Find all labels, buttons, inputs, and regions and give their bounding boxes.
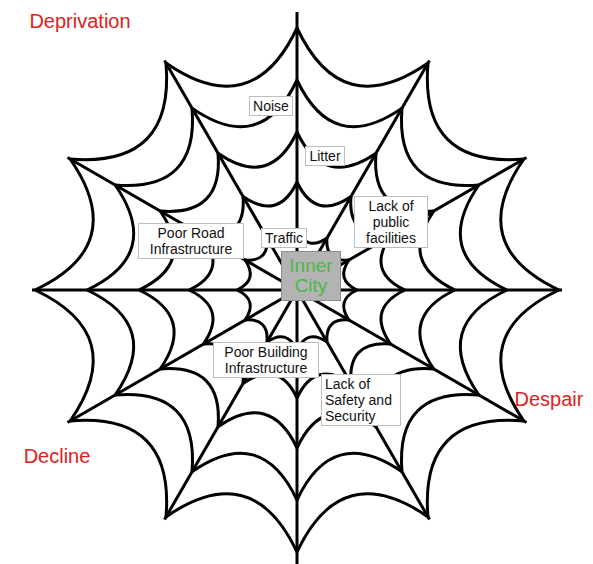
web-ring: [344, 260, 357, 290]
web-ring: [70, 420, 167, 517]
web-ring: [115, 394, 192, 471]
web-ring: [192, 80, 297, 127]
web-ring: [297, 453, 402, 500]
web-ring: [327, 320, 349, 342]
center-box: Inner City: [281, 251, 341, 301]
node-text: Litter: [309, 148, 340, 164]
web-ring: [189, 290, 213, 344]
web-spoke: [68, 158, 297, 291]
web-ring: [420, 290, 455, 369]
web-ring: [139, 290, 174, 369]
web-ring: [160, 369, 218, 427]
web-ring: [35, 159, 93, 290]
factor-box: Litter: [305, 146, 344, 166]
node-text: Inner City: [284, 256, 338, 296]
web-ring: [35, 290, 93, 421]
theme-label: Decline: [24, 445, 91, 468]
web-spoke: [297, 290, 430, 519]
web-ring: [460, 290, 507, 395]
web-ring: [401, 108, 478, 185]
web-ring: [218, 413, 297, 448]
web-ring: [297, 28, 428, 86]
web-ring: [70, 63, 167, 160]
web-ring: [166, 494, 297, 552]
web-ring: [87, 290, 134, 395]
node-text: Lack of Safety and Security: [325, 376, 397, 424]
factor-box: Lack of Safety and Security: [321, 374, 401, 426]
web-ring: [218, 132, 297, 167]
web-ring: [427, 63, 524, 160]
web-ring: [297, 80, 402, 127]
factor-box: Poor Building Infrastructure: [213, 342, 319, 378]
web-spoke: [296, 12, 299, 290]
web-spoke: [296, 290, 299, 564]
web-ring: [297, 182, 351, 206]
web-ring: [237, 260, 250, 290]
theme-label: Despair: [515, 388, 584, 411]
web-ring: [427, 420, 524, 517]
node-text: Noise: [253, 98, 289, 114]
node-text: Traffic: [265, 230, 303, 246]
web-ring: [243, 182, 297, 206]
web-ring: [501, 159, 559, 290]
factor-box: Poor Road Infrastructure: [138, 223, 244, 259]
web-ring: [115, 108, 192, 185]
factor-box: Traffic: [261, 228, 307, 248]
web-ring: [460, 185, 507, 290]
node-text: Poor Road Infrastructure: [142, 225, 240, 257]
web-ring: [401, 394, 478, 471]
web-ring: [192, 453, 297, 500]
web-ring: [87, 185, 134, 290]
web-ring: [381, 290, 405, 344]
web-ring: [160, 153, 218, 211]
node-text: Poor Building Infrastructure: [217, 344, 315, 376]
web-ring: [297, 494, 428, 552]
web-ring: [166, 28, 297, 86]
theme-label: Deprivation: [29, 10, 130, 33]
web-ring: [297, 132, 376, 167]
web-ring: [245, 320, 267, 342]
web-ring: [344, 290, 357, 320]
factor-box: Noise: [249, 96, 293, 116]
web-spoke: [165, 290, 298, 519]
node-text: Lack of public facilities: [358, 198, 424, 246]
factor-box: Lack of public facilities: [354, 196, 428, 248]
web-ring: [237, 290, 250, 320]
web-spoke: [32, 289, 297, 292]
